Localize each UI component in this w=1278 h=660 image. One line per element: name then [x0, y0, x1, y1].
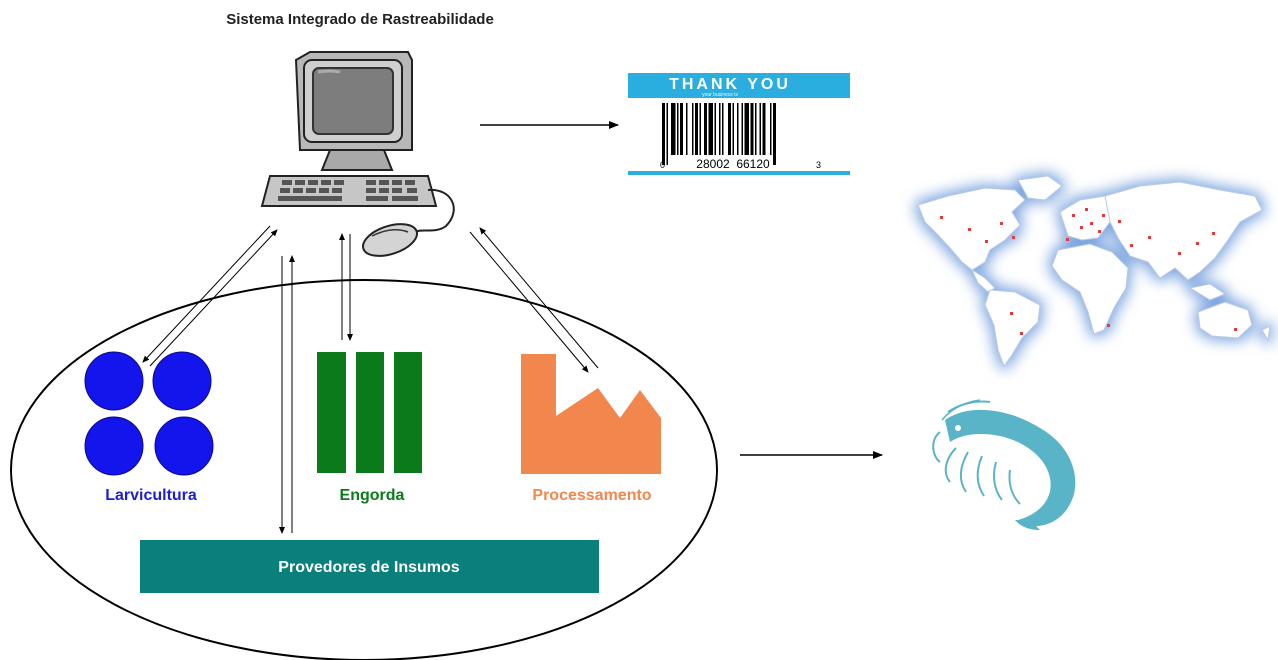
barcode-header: THANK YOU — [669, 76, 791, 93]
processamento-label: Processamento — [532, 487, 651, 504]
shrimp-icon — [932, 399, 1076, 530]
provedores-box — [140, 540, 599, 593]
barcode-digit-left: 0 — [660, 160, 665, 170]
engorda-label: Engorda — [340, 487, 405, 504]
barcode-subheader: your business is — [702, 92, 738, 98]
larvicultura-icon — [84, 351, 214, 476]
computer-icon — [260, 51, 455, 257]
larvicultura-label: Larvicultura — [105, 487, 197, 504]
barcode-label-icon: THANK YOU your business is 0 28002 66120… — [628, 73, 850, 175]
engorda-icon — [317, 352, 422, 473]
flow-arrows — [142, 225, 599, 534]
factory-icon — [521, 354, 661, 474]
barcode-bars — [662, 103, 776, 165]
provedores-label: Provedores de Insumos — [278, 559, 459, 576]
diagram-title: Sistema Integrado de Rastreabilidade — [226, 11, 494, 28]
barcode-digit-right: 3 — [816, 160, 821, 170]
barcode-digits: 28002 66120 — [696, 157, 770, 171]
world-map-icon — [917, 175, 1271, 368]
production-chain-ellipse — [10, 279, 718, 660]
